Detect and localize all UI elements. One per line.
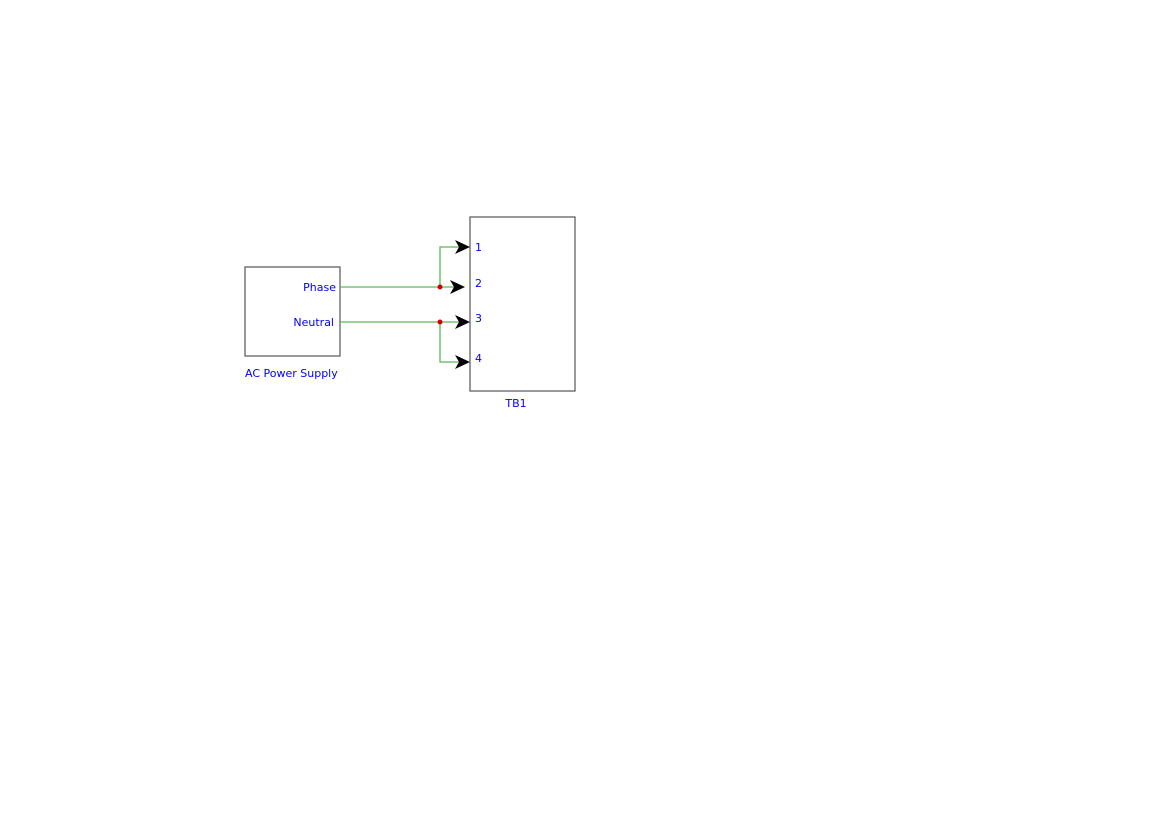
tb1-pin-2-label: 2 bbox=[475, 277, 482, 290]
arrow-pin-3-icon bbox=[455, 315, 470, 329]
terminal-block-tb1[interactable]: 1 2 3 4 TB1 bbox=[469, 216, 576, 410]
ac-power-supply-label: AC Power Supply bbox=[245, 367, 338, 380]
tb1-pin-3-label: 3 bbox=[475, 312, 482, 325]
tb1-label: TB1 bbox=[504, 397, 526, 410]
wire-phase[interactable] bbox=[340, 246, 468, 288]
ac-power-supply-box[interactable] bbox=[244, 266, 341, 357]
junction-phase bbox=[437, 284, 443, 290]
tb1-box[interactable] bbox=[469, 216, 576, 392]
junction-neutral bbox=[437, 319, 443, 325]
ac-power-supply[interactable]: Phase Neutral AC Power Supply bbox=[244, 266, 341, 380]
arrow-pin-2-icon bbox=[450, 280, 465, 294]
tb1-pin-1-label: 1 bbox=[475, 241, 482, 254]
wire-neutral[interactable] bbox=[340, 321, 468, 363]
port-neutral-label: Neutral bbox=[293, 316, 334, 329]
tb1-pin-4-label: 4 bbox=[475, 352, 482, 365]
port-phase-label: Phase bbox=[303, 281, 336, 294]
arrow-pin-1-icon bbox=[455, 240, 470, 254]
arrow-pin-4-icon bbox=[455, 355, 470, 369]
